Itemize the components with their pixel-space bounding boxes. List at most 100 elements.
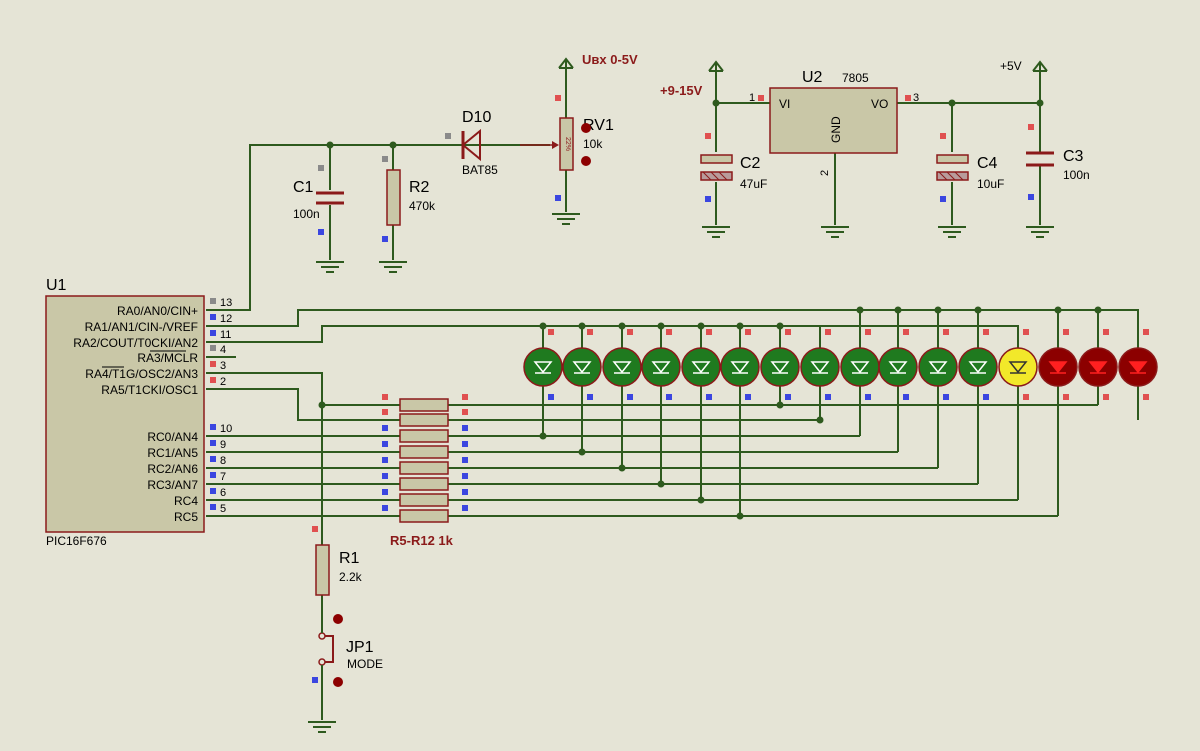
pin-num: 13	[220, 297, 232, 309]
led-red-15[interactable]	[1078, 329, 1118, 400]
pin-label-ra4: RA4/T1G/OSC2/AN3	[85, 367, 198, 381]
led-red-16[interactable]	[1118, 329, 1158, 400]
c4-capacitor[interactable]: C4 10uF	[936, 133, 1004, 238]
led-bar	[523, 329, 1158, 400]
d10-ref: D10	[462, 109, 491, 126]
led-green-11[interactable]	[918, 329, 958, 400]
u1-microcontroller[interactable]: U1 PIC16F676 RA0/AN0/CIN+ RA1/AN1/CIN-/V…	[45, 277, 232, 548]
led-green-8[interactable]	[800, 329, 840, 400]
power-arrow-icon	[558, 58, 574, 76]
c1-capacitor[interactable]: C1 100n	[293, 165, 345, 273]
u2-regulator[interactable]: U2 7805 VI VO GND 1 3 2	[749, 69, 919, 238]
jp1-jumper[interactable]: JP1 MODE	[307, 614, 383, 733]
pin-num: 7	[220, 471, 226, 483]
resistor-array-r5-r12[interactable]: R5-R12 1k	[382, 394, 468, 548]
pin-num: 4	[220, 344, 226, 356]
u1-pin-labels: RA0/AN0/CIN+ RA1/AN1/CIN-/VREF RA2/COUT/…	[73, 304, 198, 524]
led-green-12[interactable]	[958, 329, 998, 400]
led-green-10[interactable]	[878, 329, 918, 400]
r2-value: 470k	[409, 199, 436, 213]
r1-ref: R1	[339, 550, 360, 567]
c3-value: 100n	[1063, 168, 1090, 182]
c1-ref: C1	[293, 179, 314, 196]
ground-symbol	[701, 226, 731, 238]
c3-capacitor[interactable]: C3 100n	[1025, 124, 1090, 238]
array-pin-markers	[382, 394, 468, 511]
jp1-value: MODE	[347, 657, 383, 671]
resistor-array-label: R5-R12 1k	[390, 533, 454, 548]
led-green-9[interactable]	[840, 329, 880, 400]
c4-value: 10uF	[977, 177, 1004, 191]
u1-pin-markers	[210, 298, 216, 510]
pin-label-rc5: RC5	[174, 510, 198, 524]
u2-vi: VI	[779, 97, 790, 111]
ground-symbol	[378, 261, 408, 273]
led-yellow-13[interactable]	[998, 329, 1038, 400]
led-green-4[interactable]	[641, 329, 681, 400]
ground-symbol	[820, 226, 850, 238]
pin-label-rc4: RC4	[174, 494, 198, 508]
u2-vo: VO	[871, 97, 888, 111]
r2-resistor[interactable]: R2 470k	[378, 156, 436, 273]
led-green-6[interactable]	[720, 329, 760, 400]
c2-capacitor[interactable]: C2 47uF	[700, 133, 767, 238]
pin-num: 11	[220, 329, 231, 341]
pin-label-ra3: RA3/MCLR	[137, 351, 198, 365]
uin-label: Uвх 0-5V	[582, 52, 638, 67]
ground-symbol	[307, 721, 337, 733]
pin-label-ra2: RA2/COUT/T0CKI/AN2	[73, 336, 198, 350]
led-green-1[interactable]	[523, 329, 563, 400]
u2-gnd: GND	[829, 116, 843, 143]
pin-num: 5	[220, 503, 226, 515]
pin-label-ra0: RA0/AN0/CIN+	[117, 304, 198, 318]
pin-num: 3	[220, 360, 226, 372]
pin-num: 8	[220, 455, 226, 467]
led-green-3[interactable]	[602, 329, 642, 400]
pin-label-rc2: RC2/AN6	[147, 462, 198, 476]
led-green-2[interactable]	[562, 329, 602, 400]
d10-value: BAT85	[462, 163, 498, 177]
u1-ref: U1	[46, 277, 67, 294]
pin-label-rc3: RC3/AN7	[147, 478, 198, 492]
c3-ref: C3	[1063, 148, 1084, 165]
pin-num: 10	[220, 423, 232, 435]
pin-num: 3	[913, 92, 919, 104]
pin-num: 1	[749, 92, 755, 104]
d10-diode[interactable]: D10 BAT85	[445, 109, 498, 177]
led-green-7[interactable]	[760, 329, 800, 400]
rv1-value: 10k	[583, 137, 603, 151]
pin-label-ra5: RA5/T1CKI/OSC1	[101, 383, 198, 397]
vin-terminal[interactable]: +9-15V	[660, 61, 724, 98]
c4-ref: C4	[977, 155, 998, 172]
u1-pin-numbers: 13 12 11 4 3 2 10 9 8 7 6 5	[220, 297, 232, 515]
r1-resistor[interactable]: R1 2.2k	[312, 526, 363, 596]
led-red-14[interactable]	[1038, 329, 1078, 400]
junctions	[318, 99, 1102, 520]
rv1-ref: RV1	[583, 117, 614, 134]
ground-symbol	[551, 213, 581, 225]
jp1-ref: JP1	[346, 639, 374, 656]
u2-part: 7805	[842, 71, 869, 85]
pin-label-ra1: RA1/AN1/CIN-/VREF	[85, 320, 198, 334]
ground-symbol	[315, 261, 345, 273]
c2-ref: C2	[740, 155, 761, 172]
pin-num: 2	[819, 170, 831, 176]
pin-num: 6	[220, 487, 226, 499]
rv1-potentiometer[interactable]: Uвх 0-5V 22% RV1 10k	[520, 52, 638, 225]
r2-ref: R2	[409, 179, 430, 196]
pin-label-rc1: RC1/AN5	[147, 446, 198, 460]
vout-terminal[interactable]: +5V	[1000, 59, 1048, 79]
rv1-position: 22%	[564, 137, 571, 151]
vin-label: +9-15V	[660, 83, 703, 98]
c1-value: 100n	[293, 207, 320, 221]
pin-num: 9	[220, 439, 226, 451]
c2-value: 47uF	[740, 177, 767, 191]
r1-value: 2.2k	[339, 570, 363, 584]
wires	[206, 75, 1139, 720]
u1-part: PIC16F676	[46, 534, 107, 548]
vout-label: +5V	[1000, 59, 1022, 73]
pin-num: 12	[220, 313, 232, 325]
led-green-5[interactable]	[681, 329, 721, 400]
ground-symbol	[1025, 226, 1055, 238]
